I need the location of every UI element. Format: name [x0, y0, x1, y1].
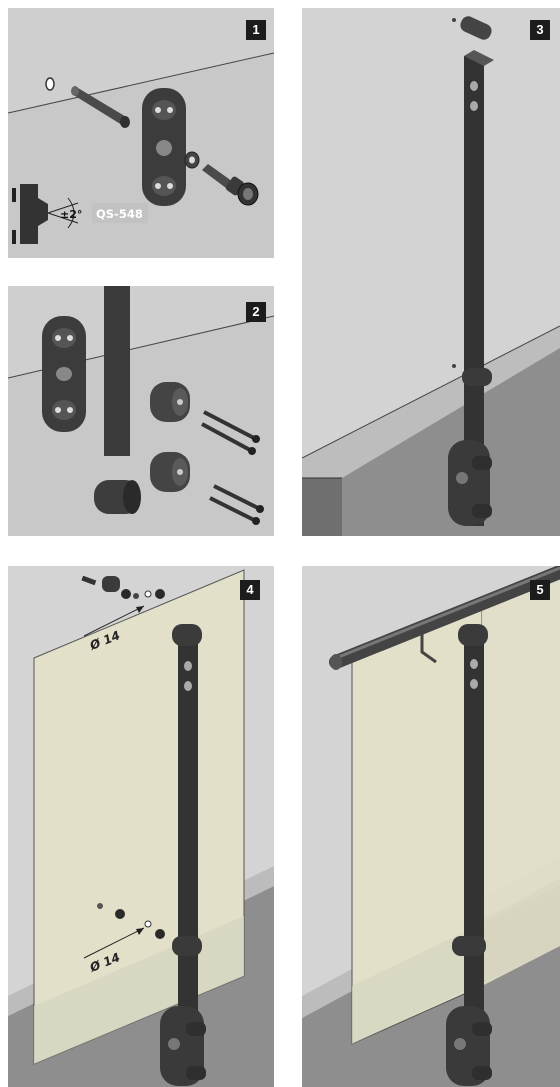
hole-dimension-top [83, 590, 152, 637]
tilt-detail-icon [12, 184, 79, 244]
panel-1: ±2° QS-548 1 [8, 8, 274, 258]
screws-lower-icon [209, 484, 264, 525]
floor-bracket-icon [160, 1006, 206, 1086]
middle-clamp-icon [172, 936, 202, 956]
fixing-hardware-icon [81, 575, 139, 599]
panel-2-illustration [8, 286, 274, 536]
threaded-pin-icon [71, 86, 130, 128]
step-number-badge: 2 [246, 302, 266, 322]
clamp-lower-icon [150, 452, 190, 492]
handrail-icon [329, 566, 560, 670]
middle-clamp-icon [462, 368, 492, 386]
baluster-post-icon [464, 50, 494, 526]
angle-label: ±2° [60, 208, 82, 221]
baluster-post-icon [155, 589, 202, 1078]
panel-2: 2 [8, 286, 274, 536]
panel-5-illustration [302, 566, 560, 1087]
hole-dimension-bottom [83, 903, 165, 959]
wall-bracket-icon [142, 88, 186, 206]
step-number-badge: 5 [530, 580, 550, 600]
panel-4: Ø 14 Ø 14 4 [8, 566, 274, 1087]
step-number-badge: 3 [530, 20, 550, 40]
panel-1-illustration: ±2° QS-548 [8, 8, 274, 258]
panel-4-illustration: Ø 14 Ø 14 [8, 566, 274, 1087]
panel-5: 5 [302, 566, 560, 1087]
panel-3-illustration [302, 8, 560, 536]
part-code-label: QS-548 [96, 207, 143, 221]
cap-nut-icon [237, 182, 259, 206]
clamp-upper-icon [150, 382, 190, 422]
panel-3: 3 [302, 8, 560, 536]
wall-hole-icon [45, 77, 55, 91]
wall-bracket-icon [42, 316, 86, 432]
baluster-post-icon [458, 624, 488, 1078]
step-number-badge: 1 [246, 20, 266, 40]
cylinder-part-icon [94, 480, 141, 514]
floor-bracket-icon [446, 1006, 492, 1086]
middle-clamp-icon [452, 936, 486, 956]
floor-bracket-icon [448, 440, 492, 526]
baluster-bar-icon [104, 286, 130, 456]
step-number-badge: 4 [240, 580, 260, 600]
top-cap-icon [452, 16, 492, 40]
screws-upper-icon [201, 410, 260, 455]
